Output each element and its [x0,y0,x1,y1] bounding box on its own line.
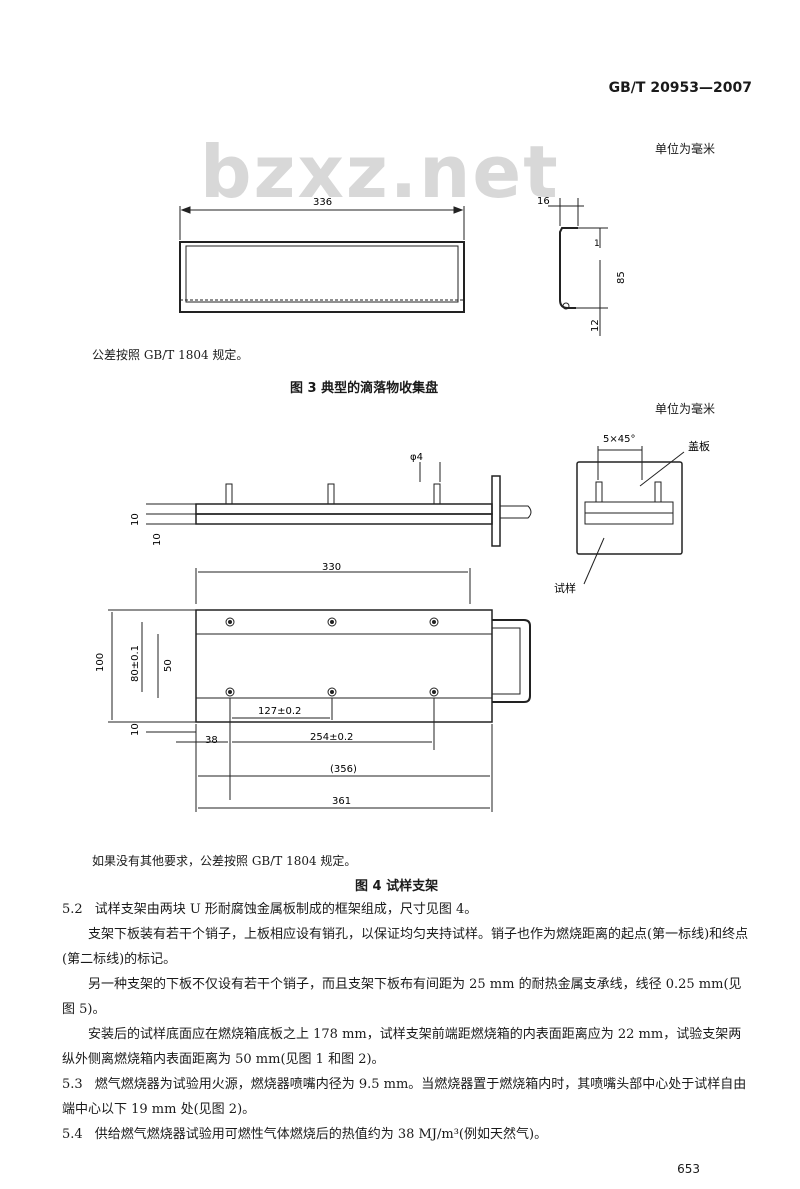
fig4-label-cover-plate: 盖板 [688,439,710,453]
fig3-unit-label: 单位为毫米 [655,142,716,156]
fig3-tolerance-note: 公差按照 GB/T 1804 规定。 [92,348,249,362]
fig4-label-specimen: 试样 [554,581,576,595]
fig4-dim-50: 50 [163,659,174,672]
fig4-tolerance-note: 如果没有其他要求，公差按照 GB/T 1804 规定。 [92,854,357,868]
fig4-dim-38: 38 [205,735,218,746]
standard-code: GB/T 20953—2007 [608,80,752,96]
paragraph-1: 支架下板装有若干个销子，上板相应设有销孔，以保证均匀夹持试样。销子也作为燃烧距离… [62,927,749,967]
fig4-dim-chamfer: 5×45° [603,434,635,445]
fig4-dim-pin: φ4 [410,452,423,463]
body-text: 5.2 试样支架由两块 U 形耐腐蚀金属板制成的框架组成，尺寸见图 4。 支架下板… [62,897,752,1147]
fig4-unit-label: 单位为毫米 [655,402,716,416]
fig4-dim-127: 127±0.2 [258,706,301,717]
paragraph-2: 另一种支架的下板不仅设有若干个销子，而且支架下板布有间距为 25 mm 的耐热金… [62,977,742,1017]
fig3-dim-bottom: 12 [590,319,601,332]
paragraph-3: 安装后的试样底面应在燃烧箱底板之上 178 mm，试样支架前端距燃烧箱的内表面距… [62,1027,742,1067]
section-5-2-text: 试样支架由两块 U 形耐腐蚀金属板制成的框架组成，尺寸见图 4。 [94,902,478,917]
fig4-dim-361: 361 [332,796,351,807]
figure3-drawing: 336 16 1 85 12 [179,196,627,336]
section-5-2-number: 5.2 [62,902,83,917]
section-5-3-number: 5.3 [62,1077,83,1092]
section-5-2: 5.2 试样支架由两块 U 形耐腐蚀金属板制成的框架组成，尺寸见图 4。 [62,897,752,922]
section-5-4-number: 5.4 [62,1127,83,1142]
fig4-dim-254: 254±0.2 [310,732,353,743]
fig3-dim-top: 16 [537,196,550,207]
page-number: 653 [677,1162,700,1176]
fig4-dim-t2: 10 [152,533,163,546]
figure4-drawing: φ4 10 10 330 100 80±0.1 50 10 127±0.2 38… [95,434,710,812]
fig4-caption: 图 4 试样支架 [355,879,439,894]
section-5-4-text: 供给燃气燃烧器试验用可燃性气体燃烧后的热值约为 38 MJ/m³(例如天然气)。 [94,1127,548,1142]
fig4-dim-t1: 10 [130,513,141,526]
fig3-dim-height: 85 [616,271,627,284]
section-5-4: 5.4 供给燃气燃烧器试验用可燃性气体燃烧后的热值约为 38 MJ/m³(例如天然… [62,1122,752,1147]
fig4-dim-356: (356) [330,764,357,775]
fig4-dim-80: 80±0.1 [130,645,141,682]
fig3-dim-width: 336 [313,197,332,208]
watermark: bzxz.net [200,130,560,214]
section-5-3-text: 燃气燃烧器为试验用火源，燃烧器喷嘴内径为 9.5 mm。当燃烧器置于燃烧箱内时，… [62,1077,747,1117]
fig3-caption: 图 3 典型的滴落物收集盘 [290,381,439,396]
fig4-dim-330: 330 [322,562,341,573]
fig4-dim-10: 10 [130,723,141,736]
fig3-dim-small: 1 [594,239,600,249]
fig4-dim-100: 100 [95,653,106,672]
